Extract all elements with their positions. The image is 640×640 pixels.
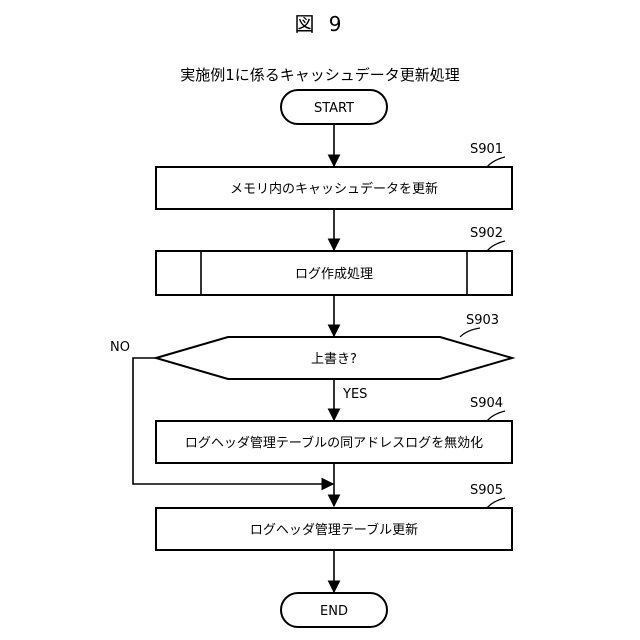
start-terminal: START [281,90,387,124]
end-terminal: END [281,593,387,627]
step-s901-leader [487,157,505,167]
decision-s903-id: S903 [466,313,499,328]
end-label: END [320,604,348,619]
decision-yes-label: YES [342,387,367,402]
step-s905-id: S905 [470,483,503,498]
step-s902-id: S902 [470,226,503,241]
step-s902-leader [487,241,505,251]
step-s904-id: S904 [470,396,503,411]
step-s901-text: メモリ内のキャッシュデータを更新 [230,181,438,197]
step-s902-text: ログ作成処理 [295,267,373,282]
start-label: START [314,101,354,116]
decision-s903-leader [460,328,480,337]
step-s904-text: ログヘッダ管理テーブルの同アドレスログを無効化 [185,435,483,451]
step-s901-id: S901 [470,142,503,157]
step-s905-leader [487,498,505,508]
decision-s903-text: 上書き? [311,352,357,367]
decision-no-label: NO [110,340,130,355]
step-s905-text: ログヘッダ管理テーブル更新 [250,522,418,538]
step-s904-leader [487,411,505,421]
